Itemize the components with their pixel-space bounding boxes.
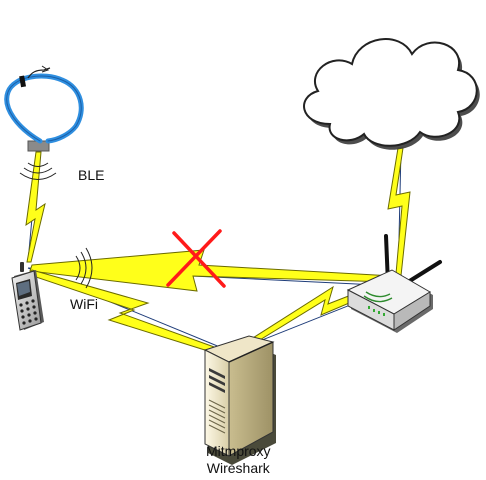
- cloud-icon: [303, 38, 480, 150]
- server-label: Mitmproxy Wireshark: [206, 443, 271, 477]
- server-label-line1: Mitmproxy: [206, 443, 271, 459]
- server-label-line2: Wireshark: [206, 460, 270, 476]
- server-tower-icon: [203, 335, 276, 465]
- phone-icon: [11, 262, 44, 331]
- blocked-x-icon: [166, 229, 226, 288]
- ble-label: BLE: [78, 167, 105, 183]
- router-icon: [346, 234, 442, 333]
- wireless-bolt-router-cloud: [387, 147, 411, 286]
- ble-bolt: [25, 151, 46, 263]
- wifi-signal-icon: [75, 247, 93, 289]
- wifi-label: WiFi: [70, 296, 98, 312]
- ble-signal-icon: [19, 162, 57, 180]
- wristband-icon: [4, 65, 84, 152]
